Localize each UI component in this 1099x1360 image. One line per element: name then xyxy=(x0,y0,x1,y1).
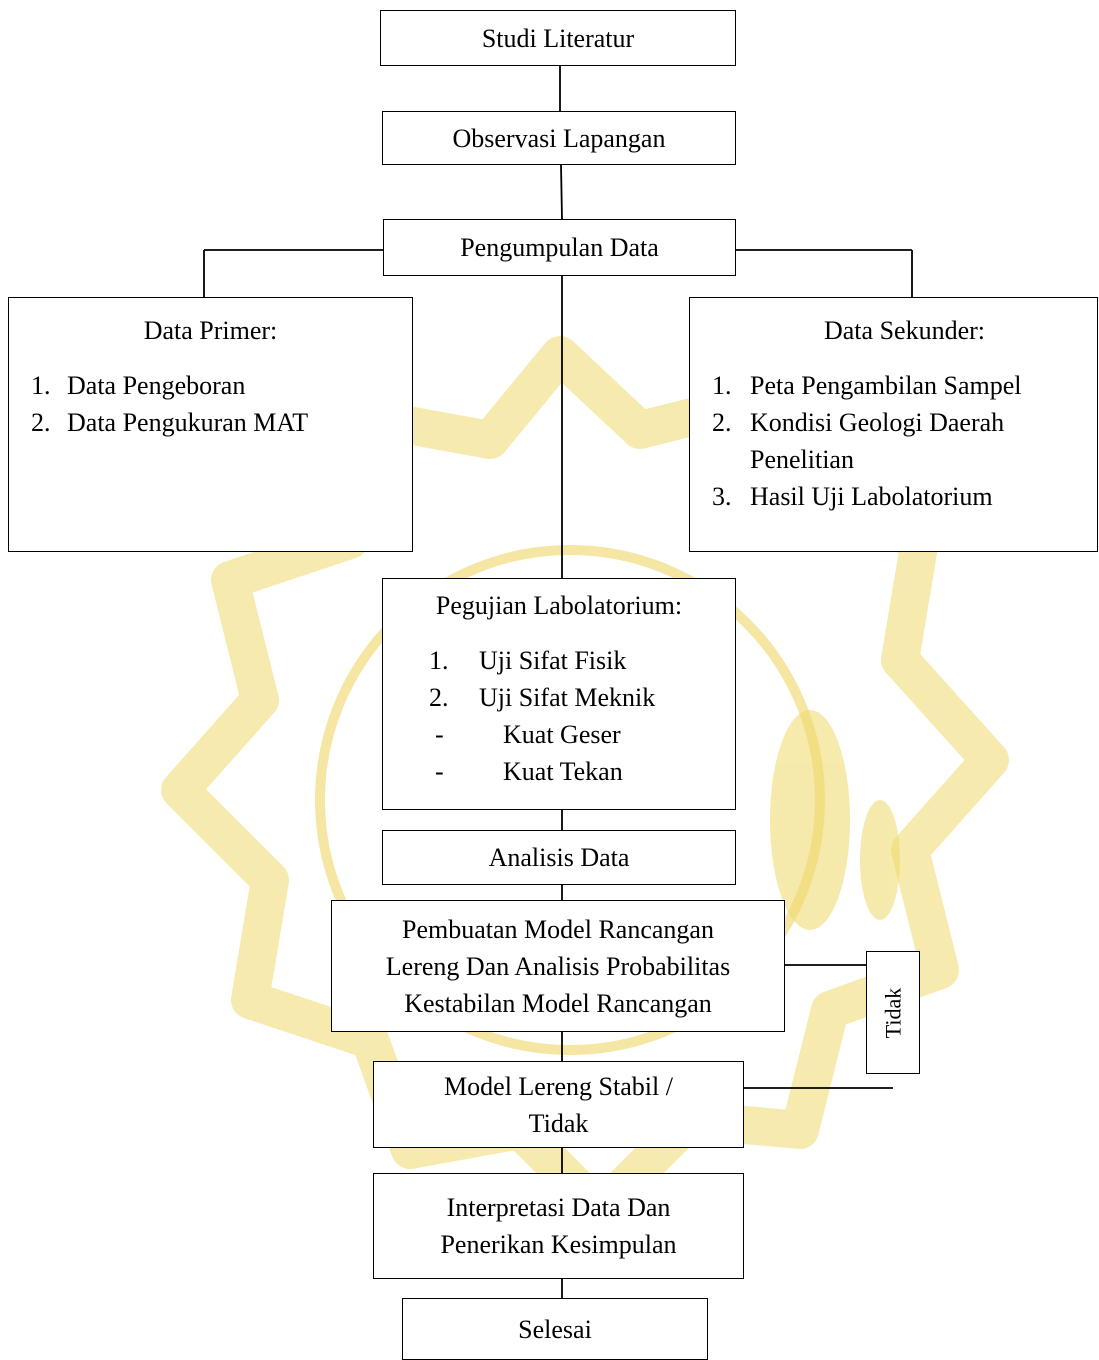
list-item-number: 3. xyxy=(712,482,732,511)
tidak-feedback-label: Tidak xyxy=(866,951,920,1074)
list-item-text: Kondisi Geologi Daerah Penelitian xyxy=(750,408,1005,474)
selesai-box: Selesai xyxy=(402,1298,708,1360)
list-item-text: Data Pengukuran MAT xyxy=(67,408,309,437)
data-sekunder-list: 1. Peta Pengambilan Sampel 2. Kondisi Ge… xyxy=(712,367,1097,515)
pembuatan-model-box: Pembuatan Model Rancangan Lereng Dan Ana… xyxy=(331,900,785,1032)
list-item: - Kuat Geser xyxy=(429,716,735,753)
data-sekunder-title: Data Sekunder: xyxy=(823,316,985,345)
pengujian-lab-box: Pegujian Labolatorium: 1. Uji Sifat Fisi… xyxy=(382,578,736,810)
data-primer-box: Data Primer: 1. Data Pengeboran 2. Data … xyxy=(8,297,413,552)
interpretasi-box: Interpretasi Data Dan Penerikan Kesimpul… xyxy=(373,1173,744,1279)
list-item: - Kuat Tekan xyxy=(429,753,735,790)
studi-literatur-box: Studi Literatur xyxy=(380,10,736,66)
studi-literatur-label: Studi Literatur xyxy=(481,23,635,53)
pengujian-lab-list: 1. Uji Sifat Fisik 2. Uji Sifat Meknik -… xyxy=(383,642,735,790)
list-item: 2. Kondisi Geologi Daerah Penelitian xyxy=(712,404,1097,478)
list-item-dash: - xyxy=(435,720,444,749)
list-item-text: Kuat Geser xyxy=(503,720,621,749)
analisis-data-box: Analisis Data xyxy=(382,830,736,885)
observasi-lapangan-label: Observasi Lapangan xyxy=(452,123,666,153)
list-item: 1. Peta Pengambilan Sampel xyxy=(712,367,1097,404)
pengumpulan-data-box: Pengumpulan Data xyxy=(383,219,736,276)
model-lereng-box: Model Lereng Stabil / Tidak xyxy=(373,1061,744,1148)
observasi-lapangan-box: Observasi Lapangan xyxy=(382,111,736,165)
model-lereng-label: Model Lereng Stabil / Tidak xyxy=(444,1071,673,1138)
selesai-label: Selesai xyxy=(518,1314,592,1344)
list-item: 1. Uji Sifat Fisik xyxy=(429,642,735,679)
list-item-number: 1. xyxy=(31,371,51,400)
list-item: 3. Hasil Uji Labolatorium xyxy=(712,478,1097,515)
analisis-data-label: Analisis Data xyxy=(488,843,630,872)
list-item-dash: - xyxy=(435,757,444,786)
interpretasi-label: Interpretasi Data Dan Penerikan Kesimpul… xyxy=(440,1193,677,1259)
list-item-number: 2. xyxy=(712,408,732,437)
list-item-text: Uji Sifat Meknik xyxy=(479,683,656,712)
list-item: 2. Uji Sifat Meknik xyxy=(429,679,735,716)
list-item: 2. Data Pengukuran MAT xyxy=(31,404,412,441)
list-item-text: Kuat Tekan xyxy=(503,757,623,786)
pembuatan-model-label: Pembuatan Model Rancangan Lereng Dan Ana… xyxy=(385,914,731,1018)
list-item-text: Data Pengeboran xyxy=(67,371,246,400)
data-primer-title: Data Primer: xyxy=(143,316,278,345)
data-primer-list: 1. Data Pengeboran 2. Data Pengukuran MA… xyxy=(31,367,412,441)
pengujian-lab-title: Pegujian Labolatorium: xyxy=(435,591,683,620)
list-item-number: 1. xyxy=(712,371,732,400)
list-item: 1. Data Pengeboran xyxy=(31,367,412,404)
list-item-text: Peta Pengambilan Sampel xyxy=(750,371,1022,400)
pengumpulan-data-label: Pengumpulan Data xyxy=(460,233,659,262)
list-item-text: Uji Sifat Fisik xyxy=(479,646,627,675)
data-sekunder-box: Data Sekunder: 1. Peta Pengambilan Sampe… xyxy=(689,297,1098,552)
list-item-text: Hasil Uji Labolatorium xyxy=(750,482,993,511)
list-item-number: 2. xyxy=(31,408,51,437)
list-item-number: 2. xyxy=(429,683,449,712)
list-item-number: 1. xyxy=(429,646,449,675)
tidak-label: Tidak xyxy=(879,987,905,1038)
